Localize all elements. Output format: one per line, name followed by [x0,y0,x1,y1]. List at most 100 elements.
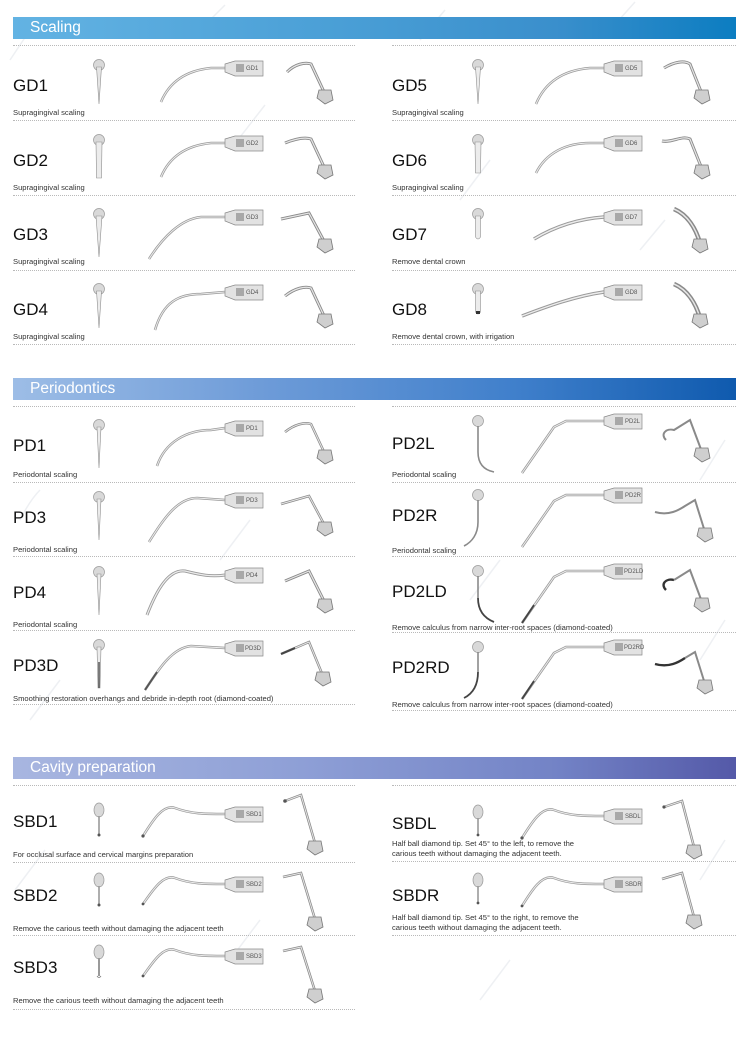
product-code: GD2 [13,151,48,170]
divider [392,45,736,46]
scaler-tip-front-view-icon [93,59,105,105]
scaler-tip-angled-view-icon [662,568,711,613]
scaler-tip-front-view-icon [93,872,105,907]
scaler-tip-front-view-icon [463,489,484,547]
product-item-pd3[interactable]: PD3 PD3 Periodontal scaling [13,490,368,565]
product-item-pd3d[interactable]: PD3D PD3D Smoothing restoration overhang… [13,638,368,713]
product-code: SBD3 [13,958,58,977]
product-code: GD3 [13,225,48,244]
product-description: Half ball diamond tip. Set 45° to the le… [392,839,574,859]
scaler-tip-angled-view-icon [282,945,324,1004]
svg-text:GD2: GD2 [246,141,259,147]
scaler-tip-front-view-icon [93,944,105,978]
product-code: SBD2 [13,886,58,905]
product-description: Supragingival scaling [13,332,85,341]
svg-text:PD4: PD4 [246,573,258,579]
divider [392,556,736,557]
svg-text:GD8: GD8 [625,290,638,296]
scaler-tip-angled-view-icon [284,285,334,329]
scaler-tip-side-view-icon: GD1 [159,60,264,103]
product-code: SBDL [392,814,437,833]
scaler-tip-side-view-icon: PD1 [155,420,264,467]
product-item-gd4[interactable]: GD4 GD4 Supragingival scaling [13,282,368,357]
section-header-periodontics: Periodontics [13,378,736,400]
svg-text:PD1: PD1 [246,426,258,432]
product-code: GD8 [392,300,427,319]
product-description: Smoothing restoration overhangs and debr… [13,694,274,703]
scaler-tip-front-view-icon [93,491,105,541]
scaler-tip-angled-view-icon [672,281,709,329]
product-item-gd8[interactable]: GD8 GD8 Remove dental crown, with irriga… [392,281,747,357]
product-item-sbdl[interactable]: SBDL SBDL Half ball diamond tip. Set 45°… [392,792,747,867]
svg-text:PD2L: PD2L [625,419,641,425]
product-code: GD5 [392,76,427,95]
product-description: Supragingival scaling [13,257,85,266]
product-item-pd2ld[interactable]: PD2LD PD2LD Remove calculus from narrow … [392,560,747,635]
scaler-tip-angled-view-icon [654,650,714,695]
scaler-tip-front-view-icon [93,419,105,469]
svg-text:GD3: GD3 [246,215,259,221]
svg-text:PD3D: PD3D [245,646,262,652]
scaler-tip-side-view-icon: GD5 [534,60,643,105]
scaler-tip-front-view-icon [472,134,484,174]
scaler-tip-angled-view-icon [661,136,711,180]
scaler-tip-front-view-icon [472,565,495,623]
product-item-sbdr[interactable]: SBDR SBDR Half ball diamond tip. Set 45°… [392,866,747,941]
product-description: Remove dental crown [392,257,466,266]
product-description: For occlusal surface and cervical margin… [13,850,194,859]
svg-text:SBD2: SBD2 [246,882,262,888]
svg-text:SBD1: SBD1 [246,812,262,818]
product-item-gd5[interactable]: GD5 GD5 Supragingival scaling [392,58,747,133]
product-code: PD2L [392,434,435,453]
product-code: PD1 [13,436,47,455]
divider [13,482,355,483]
product-item-pd2r[interactable]: PD2R PD2R Periodontal scaling [392,484,747,559]
scaler-tip-front-view-icon [463,641,484,699]
scaler-tip-front-view-icon [472,59,484,105]
svg-text:PD2R: PD2R [625,493,642,499]
scaler-tip-angled-view-icon [283,793,324,856]
section-header-cavity-preparation: Cavity preparation [13,757,736,779]
product-item-gd2[interactable]: GD2 GD2 Supragingival scaling [13,133,368,208]
scaler-tip-front-view-icon [472,415,495,473]
product-item-pd2l[interactable]: PD2L PD2L Periodontal scaling [392,410,747,485]
product-code: SBD1 [13,812,58,831]
scaler-tip-angled-view-icon [662,418,711,463]
product-description: Periodontal scaling [13,545,78,554]
divider [13,1009,355,1010]
product-item-sbd1[interactable]: SBD1 SBD1 For occlusal surface and cervi… [13,792,368,867]
scaler-tip-angled-view-icon [284,569,334,614]
scaler-tip-side-view-icon: PD3 [147,492,264,543]
scaler-tip-angled-view-icon [280,494,334,537]
scaler-tip-side-view-icon: PD2RD [520,639,645,700]
scaler-tip-front-view-icon [472,283,484,315]
scaler-tip-side-view-icon: PD2L [520,413,643,474]
scaler-tip-angled-view-icon [662,799,703,860]
divider [13,120,355,121]
scaler-tip-side-view-icon: PD4 [145,567,264,616]
scaler-tip-side-view-icon: GD3 [147,209,264,260]
divider [392,270,736,271]
scaler-tip-angled-view-icon [280,211,334,254]
scaler-tip-angled-view-icon [661,871,703,930]
product-item-gd1[interactable]: GD1 GD1 Supragingival scaling [13,58,368,133]
description-line-1: Half ball diamond tip. Set 45° to the le… [392,839,575,848]
scaler-tip-side-view-icon: PD2R [520,487,643,548]
product-item-sbd3[interactable]: SBD3 SBD3 Remove the carious teeth witho… [13,940,368,1015]
product-item-pd4[interactable]: PD4 PD4 Periodontal scaling [13,565,368,640]
description-line-2: carious teeth without damaging the adjac… [392,849,562,858]
product-code: GD6 [392,151,427,170]
divider [392,195,736,196]
product-item-sbd2[interactable]: SBD2 SBD2 Remove the carious teeth witho… [13,866,368,941]
product-description: Remove the carious teeth without damagin… [13,924,224,933]
product-description: Supragingival scaling [392,108,464,117]
product-description: Supragingival scaling [13,183,85,192]
product-item-pd2rd[interactable]: PD2RD PD2RD Remove calculus from narrow … [392,636,747,711]
scaler-tip-angled-view-icon [663,60,711,105]
product-item-gd6[interactable]: GD6 GD6 Supragingival scaling [392,133,747,208]
scaler-tip-angled-view-icon [285,61,334,105]
scaler-tip-side-view-icon: PD2LD [520,563,644,624]
svg-text:PD2LD: PD2LD [624,569,644,575]
scaler-tip-side-view-icon: GD2 [159,135,264,178]
scaler-tip-angled-view-icon [282,871,324,932]
